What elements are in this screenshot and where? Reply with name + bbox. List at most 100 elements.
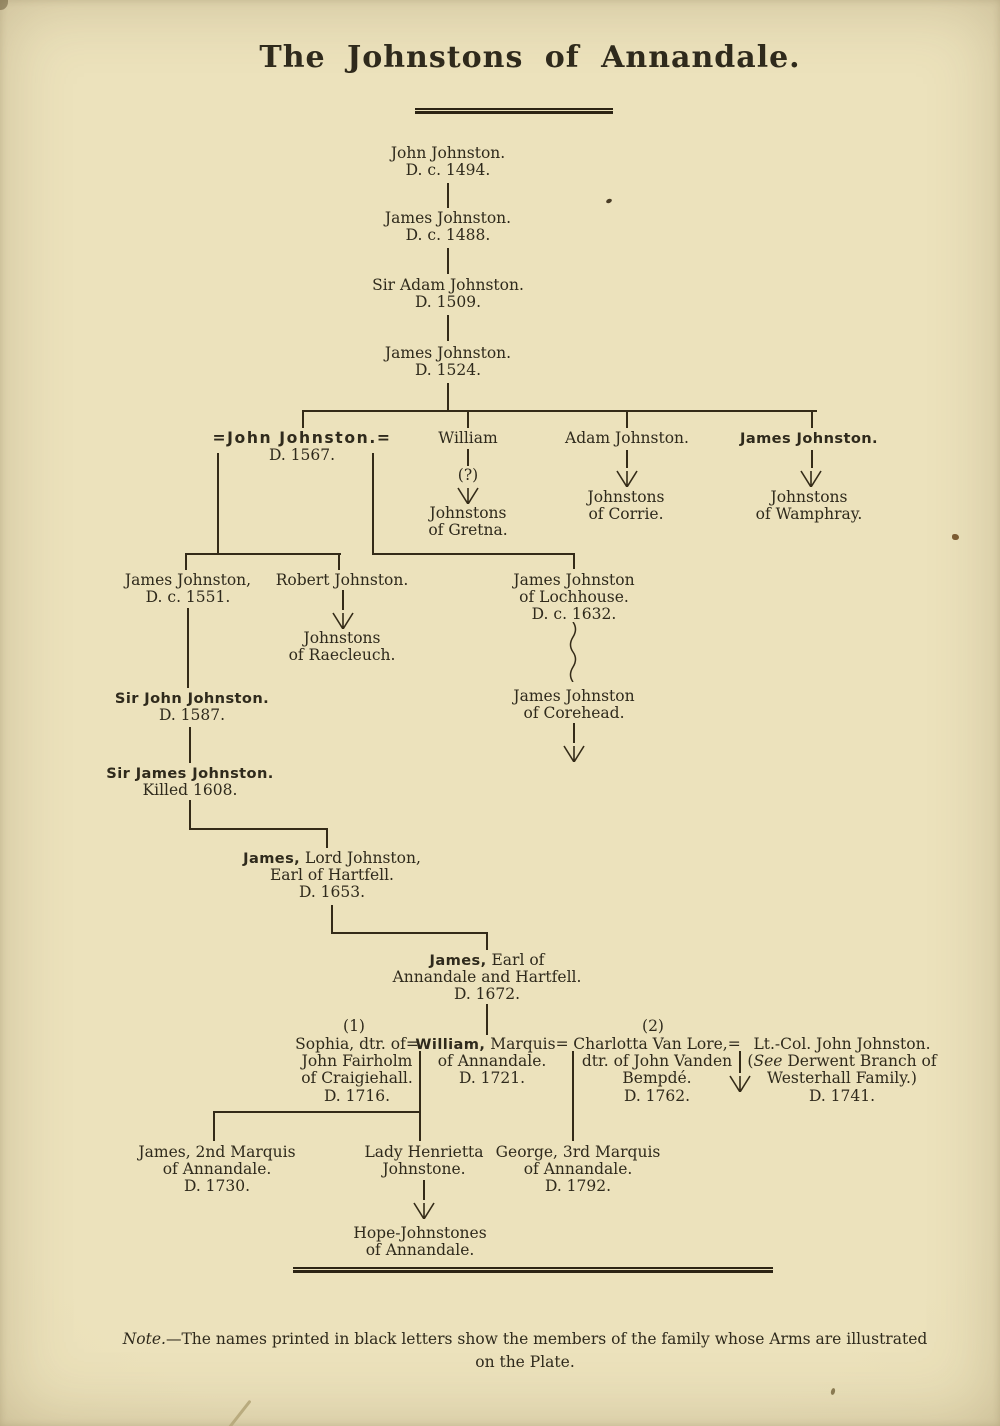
person-name: William, Marquis= xyxy=(415,1035,569,1053)
reference-rest: Derwent Branch of xyxy=(782,1052,937,1071)
person-william: William xyxy=(438,429,497,447)
person-name-bold: Sir James Johnston. xyxy=(106,765,274,782)
paper-speck xyxy=(952,534,959,540)
branch-johnstons-of-corrie: Johnstons of Corrie. xyxy=(587,488,665,524)
person-name: Charlotta Van Lore,= xyxy=(573,1035,741,1053)
person-detail: D. 1730. xyxy=(183,1177,251,1196)
person-sir-james-johnston: Sir James Johnston. Killed 1608. xyxy=(106,765,273,799)
person-name-rest: Earl of xyxy=(486,951,545,969)
connector-vline xyxy=(189,727,191,763)
person-george-3rd-marquis: George, 3rd Marquis of Annandale. D. 179… xyxy=(495,1143,661,1196)
descendants-icon xyxy=(563,745,585,762)
connector-vline xyxy=(447,315,449,341)
descendants-icon xyxy=(457,487,479,504)
branch-johnstons-of-raecleuch: Johnstons of Raecleuch. xyxy=(288,629,396,665)
person-name: James Johnston. xyxy=(384,344,512,362)
person-name: James, Lord Johnston, xyxy=(243,849,421,867)
person-detail: Johnstone. xyxy=(382,1160,466,1179)
person-sir-john-johnston: Sir John Johnston. D. 1587. xyxy=(115,690,269,724)
question-mark: (?) xyxy=(457,466,479,484)
marriage-line-second xyxy=(372,453,374,554)
person-detail: Killed 1608. xyxy=(142,781,238,800)
branch-line: Johnstons xyxy=(303,629,381,647)
person-charlotta-van-lore: Charlotta Van Lore,= dtr. of John Vanden… xyxy=(573,1035,741,1105)
person-name-bold: William, xyxy=(415,1036,486,1053)
connector-vline xyxy=(331,905,333,934)
connector-vline xyxy=(486,1004,488,1035)
connector-hline xyxy=(189,828,328,830)
branch-line: Johnstons xyxy=(587,488,665,506)
person-name-bold: Sir John Johnston. xyxy=(114,690,270,707)
connector-vline xyxy=(626,450,628,468)
connector-vline xyxy=(811,410,813,428)
person-name: James, 2nd Marquis xyxy=(138,1143,296,1161)
connector-vline xyxy=(326,828,328,848)
marriage-line-charlotta-ltcol xyxy=(739,1051,741,1073)
page-title: The Johnstons of Annandale. xyxy=(259,40,801,75)
footer-rule-thick xyxy=(293,1270,773,1273)
person-ltcol-john-johnston: Lt.-Col. John Johnston. (See Derwent Bra… xyxy=(747,1035,937,1105)
person-james-johnston-1524: James Johnston. D. 1524. xyxy=(384,344,512,379)
descendants-icon xyxy=(800,470,822,487)
branch-line: Johnstons xyxy=(429,504,507,522)
person-detail: D. 1721. xyxy=(458,1069,526,1088)
person-name-bold: James Johnston. xyxy=(739,430,879,447)
branch-line: of Corrie. xyxy=(588,505,664,524)
descendants-icon xyxy=(616,470,638,487)
branch-johnstons-of-gretna: Johnstons of Gretna. xyxy=(428,504,507,539)
connector-hline xyxy=(185,553,341,555)
connector-vline xyxy=(302,410,304,428)
paper-speck xyxy=(830,1387,836,1396)
connector-vline xyxy=(187,608,189,688)
descendants-icon xyxy=(729,1075,751,1092)
person-name: James Johnston, xyxy=(124,571,252,589)
uncertainty-mark: (?) xyxy=(457,466,479,484)
connector-vline xyxy=(338,553,340,570)
marriage-number: (2) xyxy=(642,1017,664,1035)
person-detail: D. 1567. xyxy=(268,446,336,465)
connector-vline xyxy=(573,553,575,569)
person-adam-johnston: Adam Johnston. xyxy=(565,429,689,447)
footnote-line2: on the Plate. xyxy=(475,1353,575,1371)
person-detail: John Fairholm xyxy=(301,1052,413,1071)
person-detail: D. 1792. xyxy=(544,1177,612,1196)
footnote-line1: Note.—The names printed in black letters… xyxy=(65,1328,985,1351)
connector-vline xyxy=(573,723,575,743)
marriage-line-sophia-william xyxy=(419,1051,421,1112)
paper-speck xyxy=(605,197,613,205)
note-text: —The names printed in black letters show… xyxy=(165,1330,928,1348)
note-label: Note. xyxy=(122,1330,166,1348)
person-name-rest: Marquis= xyxy=(485,1035,569,1053)
connector-hline xyxy=(331,932,488,934)
see-reference: See xyxy=(753,1052,783,1071)
branch-line: Johnstons xyxy=(770,488,848,506)
person-name: James Johnston. xyxy=(384,209,512,227)
person-detail: D. c. 1632. xyxy=(531,605,617,624)
paren: ( xyxy=(747,1052,754,1071)
branch-line: of Raecleuch. xyxy=(288,646,396,665)
person-james-johnston-lochhouse: James Johnston of Lochhouse. D. c. 1632. xyxy=(513,571,634,624)
footnote: Note.—The names printed in black letters… xyxy=(65,1328,985,1374)
title-rule-thin xyxy=(415,108,613,110)
person-detail: Westerhall Family.) xyxy=(767,1069,917,1088)
person-detail: Earl of Hartfell. xyxy=(269,866,394,885)
person-james-johnston-corehead: James Johnston of Corehead. xyxy=(513,687,635,722)
branch-line: of Annandale. xyxy=(365,1241,475,1260)
descendants-icon xyxy=(332,612,354,629)
connector-vline xyxy=(467,410,469,428)
person-detail: D. 1762. xyxy=(623,1086,691,1105)
connector-vline xyxy=(213,1111,215,1141)
person-name: George, 3rd Marquis xyxy=(495,1143,661,1161)
person-name: Lt.-Col. John Johnston. xyxy=(753,1035,931,1053)
person-name: James Johnston xyxy=(513,687,635,705)
person-detail: D. 1741. xyxy=(808,1086,876,1105)
person-detail: of Annandale. xyxy=(523,1160,633,1179)
person-robert-johnston: Robert Johnston. xyxy=(276,571,409,589)
connector-vline xyxy=(419,1111,421,1141)
person-name: Sophia, dtr. of= xyxy=(295,1035,419,1053)
branch-line: of Wamphray. xyxy=(755,505,863,524)
person-name-bold: James, xyxy=(243,850,301,867)
branch-hope-johnstones: Hope-Johnstones of Annandale. xyxy=(353,1224,486,1260)
person-name: Adam Johnston. xyxy=(565,429,689,447)
